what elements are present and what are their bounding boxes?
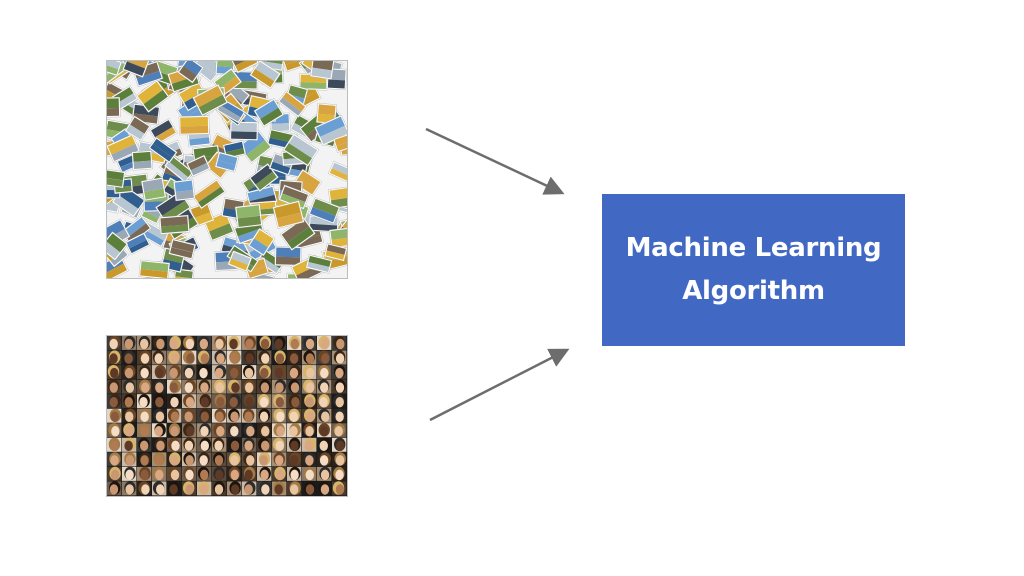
arrow-bottom [429,348,570,422]
arrow-top [425,127,565,195]
machine-learning-algorithm-box: Machine Learning Algorithm [602,194,905,346]
faces-collage-image [107,336,347,496]
scatter-collage-image [107,61,347,278]
photo-collage-faces [106,335,348,497]
algorithm-label: Machine Learning Algorithm [625,233,882,306]
photo-collage-scatter [106,60,348,279]
